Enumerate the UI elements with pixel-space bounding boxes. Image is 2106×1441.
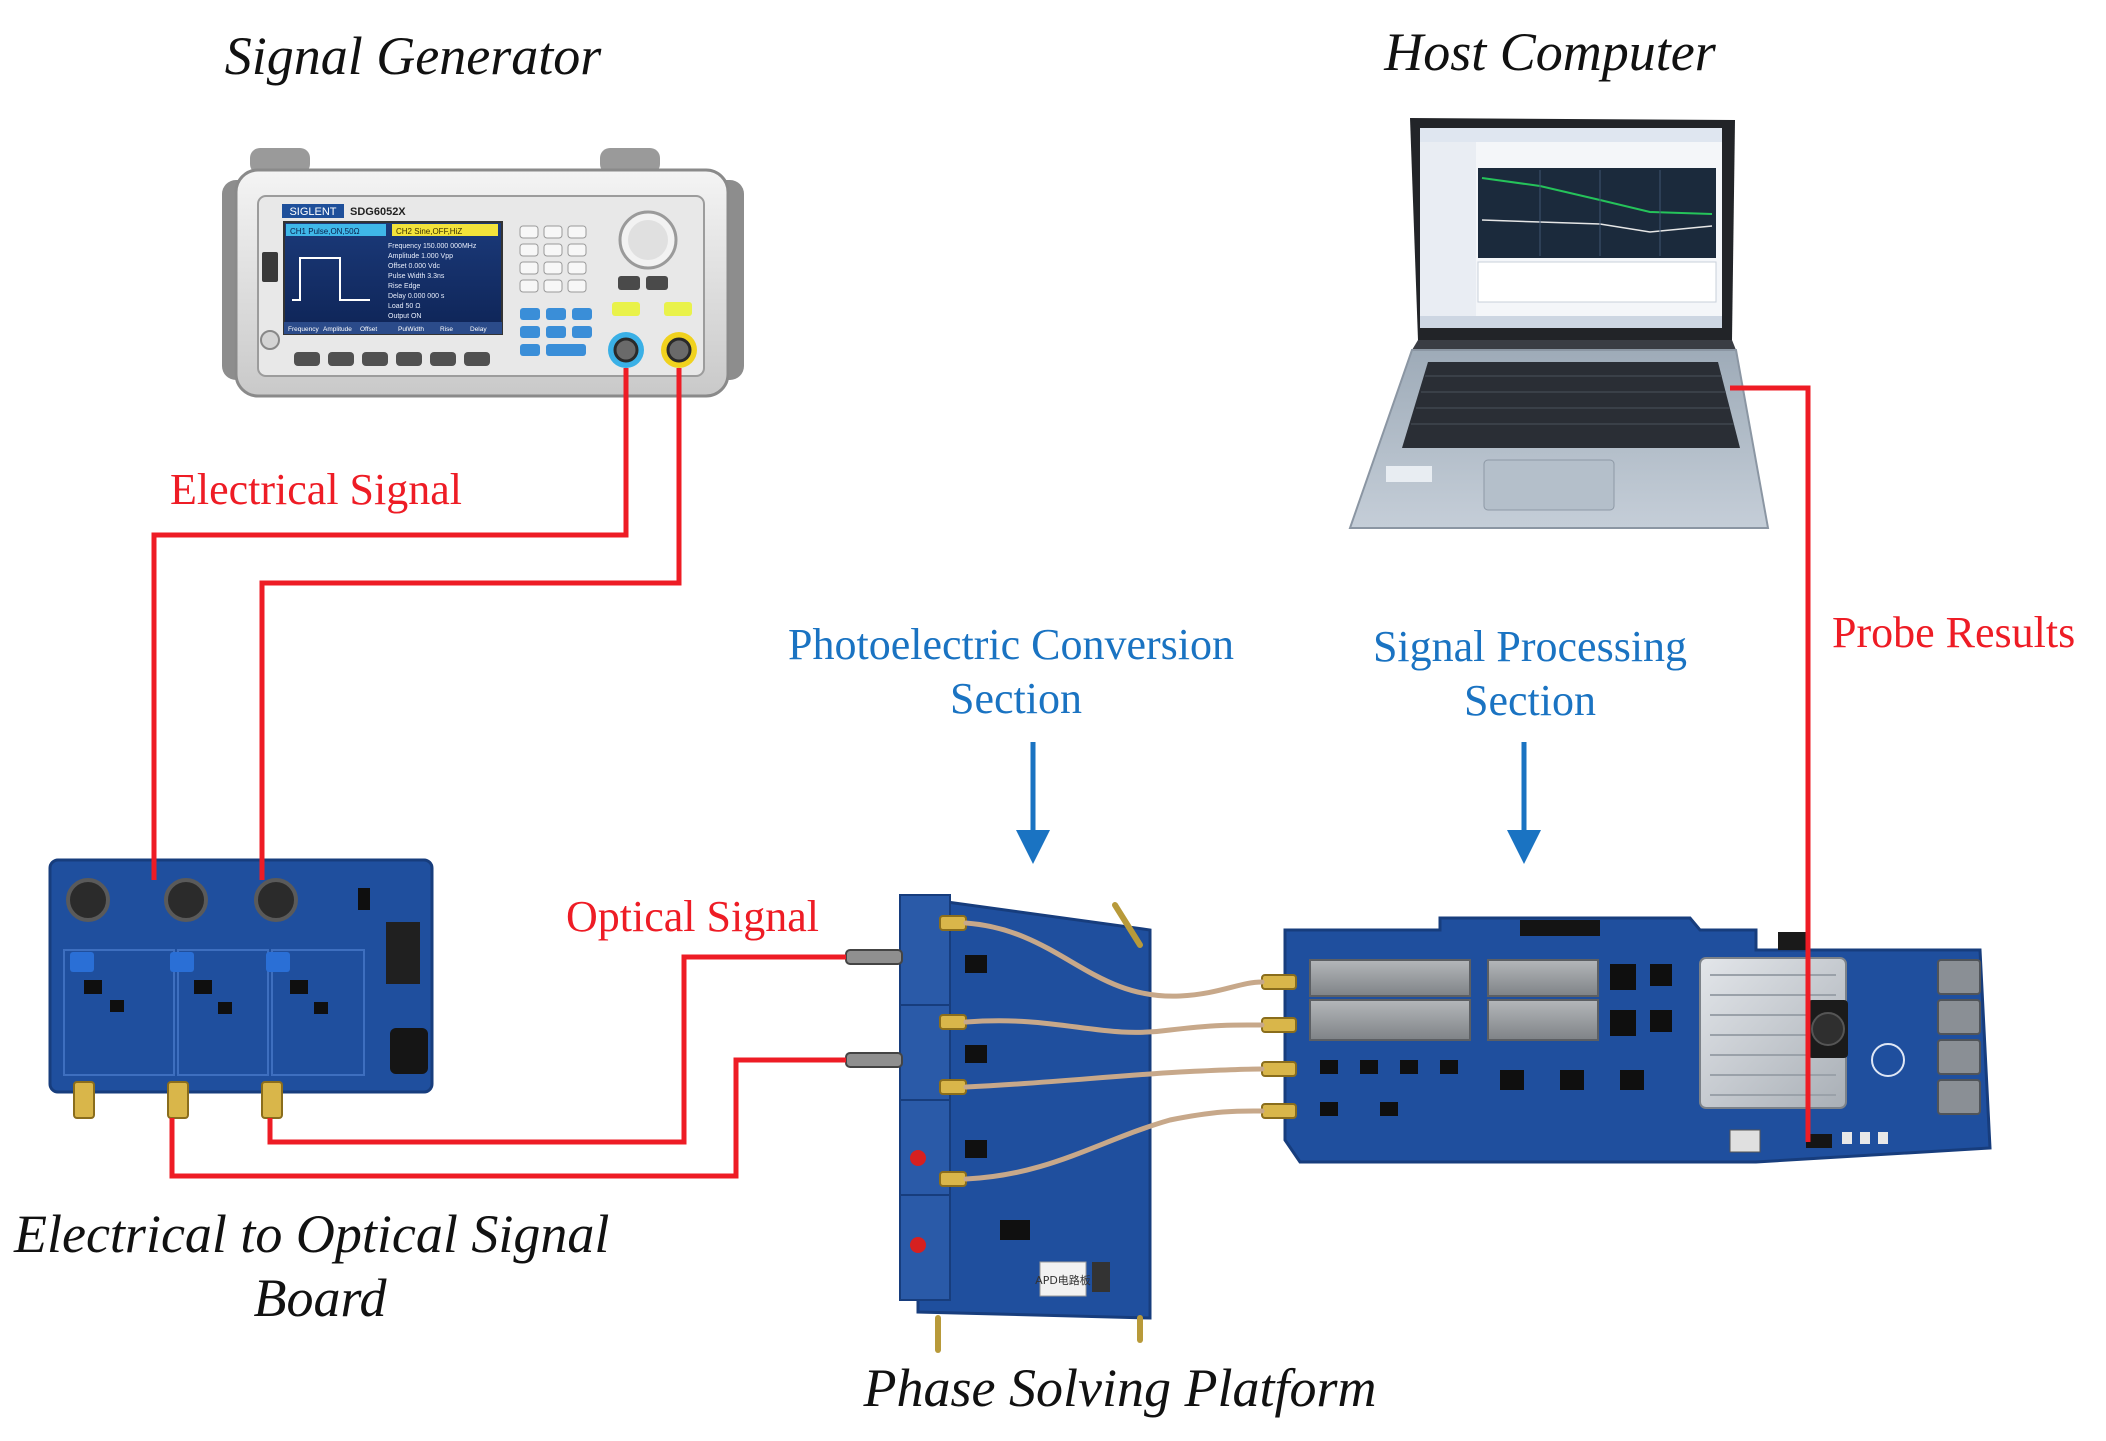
param-2: Offset 0.000 Vdc (388, 263, 441, 270)
signal-processing-board (1261, 916, 1992, 1164)
photoelectric-conversion-board: APD电路板 (845, 894, 1152, 1353)
param-1: Amplitude 1.000 Vpp (388, 253, 453, 260)
host-computer-laptop (1348, 118, 1770, 529)
param-5: Delay 0.000 000 s (388, 293, 445, 300)
electrical-wire-2 (259, 368, 682, 880)
param-4: Rise Edge (388, 283, 420, 290)
host-computer-label: Host Computer (1384, 22, 1716, 82)
param-3: Pulse Width 3.3ns (388, 273, 445, 280)
photoelectric-arrowhead (1016, 830, 1050, 864)
signal-generator-label: Signal Generator (224, 26, 602, 86)
param-6: Load 50 Ω (388, 303, 420, 310)
brand-text: SIGLENT (289, 206, 336, 218)
softkey-3: PulWidth (398, 326, 424, 333)
param-7: Output ON (388, 313, 421, 320)
apd-sticker: APD电路板 (1035, 1273, 1091, 1287)
param-0: Frequency 150.000 000MHz (388, 243, 477, 250)
softkey-5: Delay (470, 326, 487, 333)
optical-signal-label: Optical Signal (566, 892, 819, 941)
eo-board-label-line1: Electrical to Optical Signal (14, 1204, 610, 1264)
ch2-status: CH2 Sine,OFF,HiZ (396, 227, 462, 236)
optical-wire-1 (267, 954, 846, 1145)
phase-platform-label: Phase Solving Platform (863, 1358, 1377, 1418)
probe-results-wire (1730, 385, 1811, 1142)
probe-results-label: Probe Results (1832, 608, 2076, 657)
photoelectric-label-line1: Photoelectric Conversion (787, 620, 1235, 669)
signal-wires (151, 368, 1811, 1179)
electrical-wire-1 (151, 368, 629, 880)
electrical-signal-label: Electrical Signal (170, 465, 462, 514)
section-arrows (1016, 742, 1541, 864)
softkey-2: Offset (360, 326, 377, 333)
eo-board-label-line2: Board (253, 1268, 387, 1328)
softkey-4: Rise (440, 326, 453, 333)
softkey-0: Frequency (288, 326, 319, 333)
optical-wire-2 (169, 1057, 846, 1179)
model-text: SDG6052X (350, 206, 406, 218)
ch1-status: CH1 Pulse,ON,50Ω (290, 227, 360, 236)
coax-cables (963, 920, 1265, 1182)
eo-signal-board (48, 858, 434, 1119)
softkey-1: Amplitude (323, 326, 352, 333)
photoelectric-label-line2: Section (950, 674, 1082, 723)
processing-label-line1: Signal Processing (1372, 622, 1688, 671)
processing-arrowhead (1507, 830, 1541, 864)
signal-generator-device: SIGLENT SDG6052X CH1 Pulse,ON,50Ω CH2 Si… (222, 148, 744, 398)
processing-label-line2: Section (1464, 676, 1596, 725)
